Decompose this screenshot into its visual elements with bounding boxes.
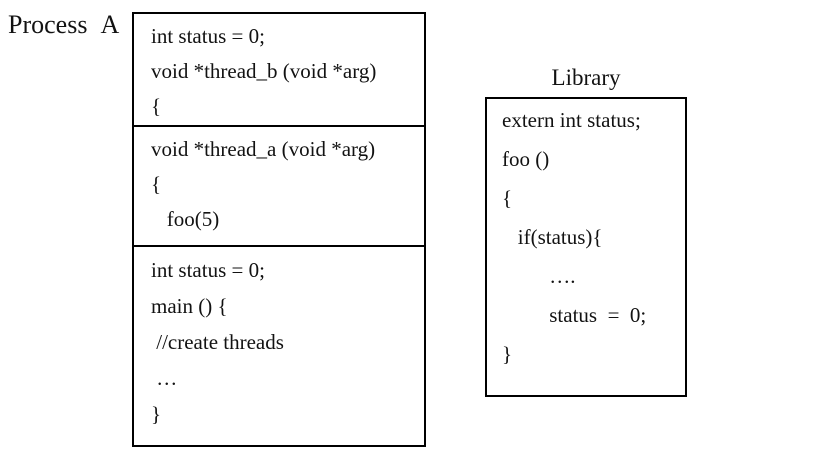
code-line: foo(5)	[151, 207, 220, 231]
code-line: {	[151, 94, 162, 118]
library-label: Library	[551, 65, 621, 90]
process-a-box: int status = 0; void *thread_b (void *ar…	[132, 12, 426, 447]
code-line: void *thread_a (void *arg)	[151, 137, 376, 161]
code-line: …	[151, 366, 178, 390]
code-line: status = 0;	[502, 303, 647, 327]
code-line: main () {	[151, 294, 228, 318]
code-line: void *thread_b (void *arg)	[151, 59, 377, 83]
code-line: ….	[502, 264, 576, 288]
code-line: int status = 0;	[151, 24, 265, 48]
library-box: extern int status; foo () { if(status){ …	[485, 97, 687, 397]
code-line: extern int status;	[502, 108, 641, 132]
code-line: {	[502, 186, 513, 210]
code-line: foo ()	[502, 147, 550, 171]
process-section-main: int status = 0; main () { //create threa…	[134, 247, 424, 445]
code-line: }	[151, 402, 162, 426]
process-section-thread-b: int status = 0; void *thread_b (void *ar…	[134, 14, 424, 127]
process-section-thread-a: void *thread_a (void *arg) { foo(5)	[134, 127, 424, 247]
code-line: int status = 0;	[151, 258, 265, 282]
code-line: }	[502, 342, 513, 366]
code-line: {	[151, 172, 162, 196]
process-a-label: Process A	[8, 10, 120, 39]
code-line: //create threads	[151, 330, 284, 354]
code-line: if(status){	[502, 225, 603, 249]
